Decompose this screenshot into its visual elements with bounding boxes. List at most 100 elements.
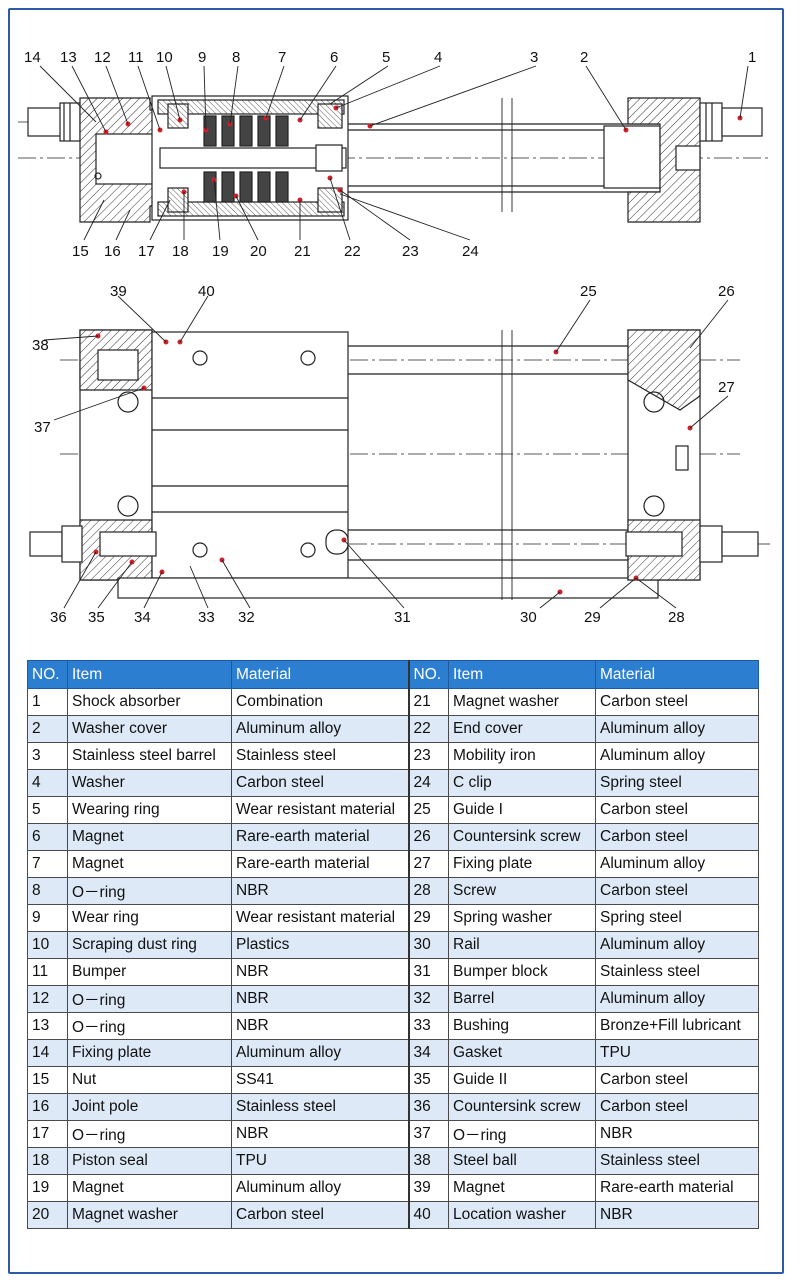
part-material: Carbon steel: [595, 1093, 759, 1121]
part-item: Scraping dust ring: [67, 931, 232, 959]
header-material-2: Material: [595, 660, 759, 689]
part-material: Carbon steel: [231, 1201, 409, 1229]
part-material: Spring steel: [595, 769, 759, 797]
part-material: NBR: [231, 958, 409, 986]
part-number: 40: [407, 1201, 449, 1229]
part-item: Screw: [448, 877, 596, 905]
callout-6: 6: [330, 49, 338, 66]
part-material: Carbon steel: [595, 877, 759, 905]
part-material: Plastics: [231, 931, 409, 959]
part-material: Aluminum alloy: [231, 1039, 409, 1067]
part-number: 11: [27, 958, 68, 986]
part-number: 7: [27, 850, 68, 878]
part-material: Rare-earth material: [231, 850, 409, 878]
part-number: 17: [27, 1120, 68, 1148]
callout-33: 33: [198, 609, 215, 626]
part-item: Guide II: [448, 1066, 596, 1094]
part-number: 28: [407, 877, 449, 905]
part-number: 13: [27, 1012, 68, 1040]
part-item: O－ring: [67, 1120, 232, 1148]
callout-17: 17: [138, 243, 155, 260]
part-material: TPU: [231, 1147, 409, 1175]
callout-34: 34: [134, 609, 151, 626]
assembly-view: [29, 329, 770, 600]
callout-labels: 1 2 3 4 5 6 7 8 9 10 11 12 13 14 15 16 1…: [24, 49, 756, 626]
part-item: Wearing ring: [67, 796, 232, 824]
part-material: Carbon steel: [595, 1066, 759, 1094]
part-number: 8: [27, 877, 68, 905]
part-material: Stainless steel: [231, 1093, 409, 1121]
part-material: Rare-earth material: [231, 823, 409, 851]
part-material: Aluminum alloy: [595, 850, 759, 878]
callout-22: 22: [344, 243, 361, 260]
part-material: Aluminum alloy: [595, 742, 759, 770]
callout-39: 39: [110, 283, 127, 300]
callout-38: 38: [32, 337, 49, 354]
callout-18: 18: [172, 243, 189, 260]
part-material: Wear resistant material: [231, 796, 409, 824]
part-number: 5: [27, 796, 68, 824]
part-number: 14: [27, 1039, 68, 1067]
part-number: 9: [27, 904, 68, 932]
part-number: 20: [27, 1201, 68, 1229]
part-material: Combination: [231, 688, 409, 716]
part-material: Rare-earth material: [595, 1174, 759, 1202]
part-material: Aluminum alloy: [595, 931, 759, 959]
part-number: 32: [407, 985, 449, 1013]
callout-3: 3: [530, 49, 538, 66]
part-material: Carbon steel: [595, 823, 759, 851]
part-item: Piston seal: [67, 1147, 232, 1175]
part-material: TPU: [595, 1039, 759, 1067]
part-number: 24: [407, 769, 449, 797]
part-item: Location washer: [448, 1201, 596, 1229]
part-material: Stainless steel: [231, 742, 409, 770]
part-material: Spring steel: [595, 904, 759, 932]
callout-28: 28: [668, 609, 685, 626]
callout-37: 37: [34, 419, 51, 436]
part-material: NBR: [595, 1201, 759, 1229]
callout-13: 13: [60, 49, 77, 66]
part-item: Joint pole: [67, 1093, 232, 1121]
part-number: 15: [27, 1066, 68, 1094]
callout-5: 5: [382, 49, 390, 66]
part-number: 35: [407, 1066, 449, 1094]
header-material: Material: [231, 660, 409, 689]
part-number: 18: [27, 1147, 68, 1175]
part-item: O－ring: [67, 1012, 232, 1040]
part-item: Washer cover: [67, 715, 232, 743]
callout-12: 12: [94, 49, 111, 66]
part-material: NBR: [595, 1120, 759, 1148]
callout-35: 35: [88, 609, 105, 626]
part-item: Fixing plate: [67, 1039, 232, 1067]
callout-20: 20: [250, 243, 267, 260]
callout-16: 16: [104, 243, 121, 260]
part-number: 27: [407, 850, 449, 878]
callout-26: 26: [718, 283, 735, 300]
part-item: Mobility iron: [448, 742, 596, 770]
part-material: Aluminum alloy: [595, 985, 759, 1013]
part-material: Bronze+Fill lubricant: [595, 1012, 759, 1040]
part-item: Countersink screw: [448, 1093, 596, 1121]
part-item: Magnet washer: [448, 688, 596, 716]
part-number: 38: [407, 1147, 449, 1175]
leader-lines: [39, 65, 749, 609]
callout-15: 15: [72, 243, 89, 260]
part-number: 37: [407, 1120, 449, 1148]
callout-30: 30: [520, 609, 537, 626]
callout-40: 40: [198, 283, 215, 300]
callout-21: 21: [294, 243, 311, 260]
part-number: 33: [407, 1012, 449, 1040]
cylinder-drawing: 1 2 3 4 5 6 7 8 9 10 11 12 13 14 15 16 1…: [18, 49, 770, 626]
part-item: Bumper: [67, 958, 232, 986]
part-number: 30: [407, 931, 449, 959]
